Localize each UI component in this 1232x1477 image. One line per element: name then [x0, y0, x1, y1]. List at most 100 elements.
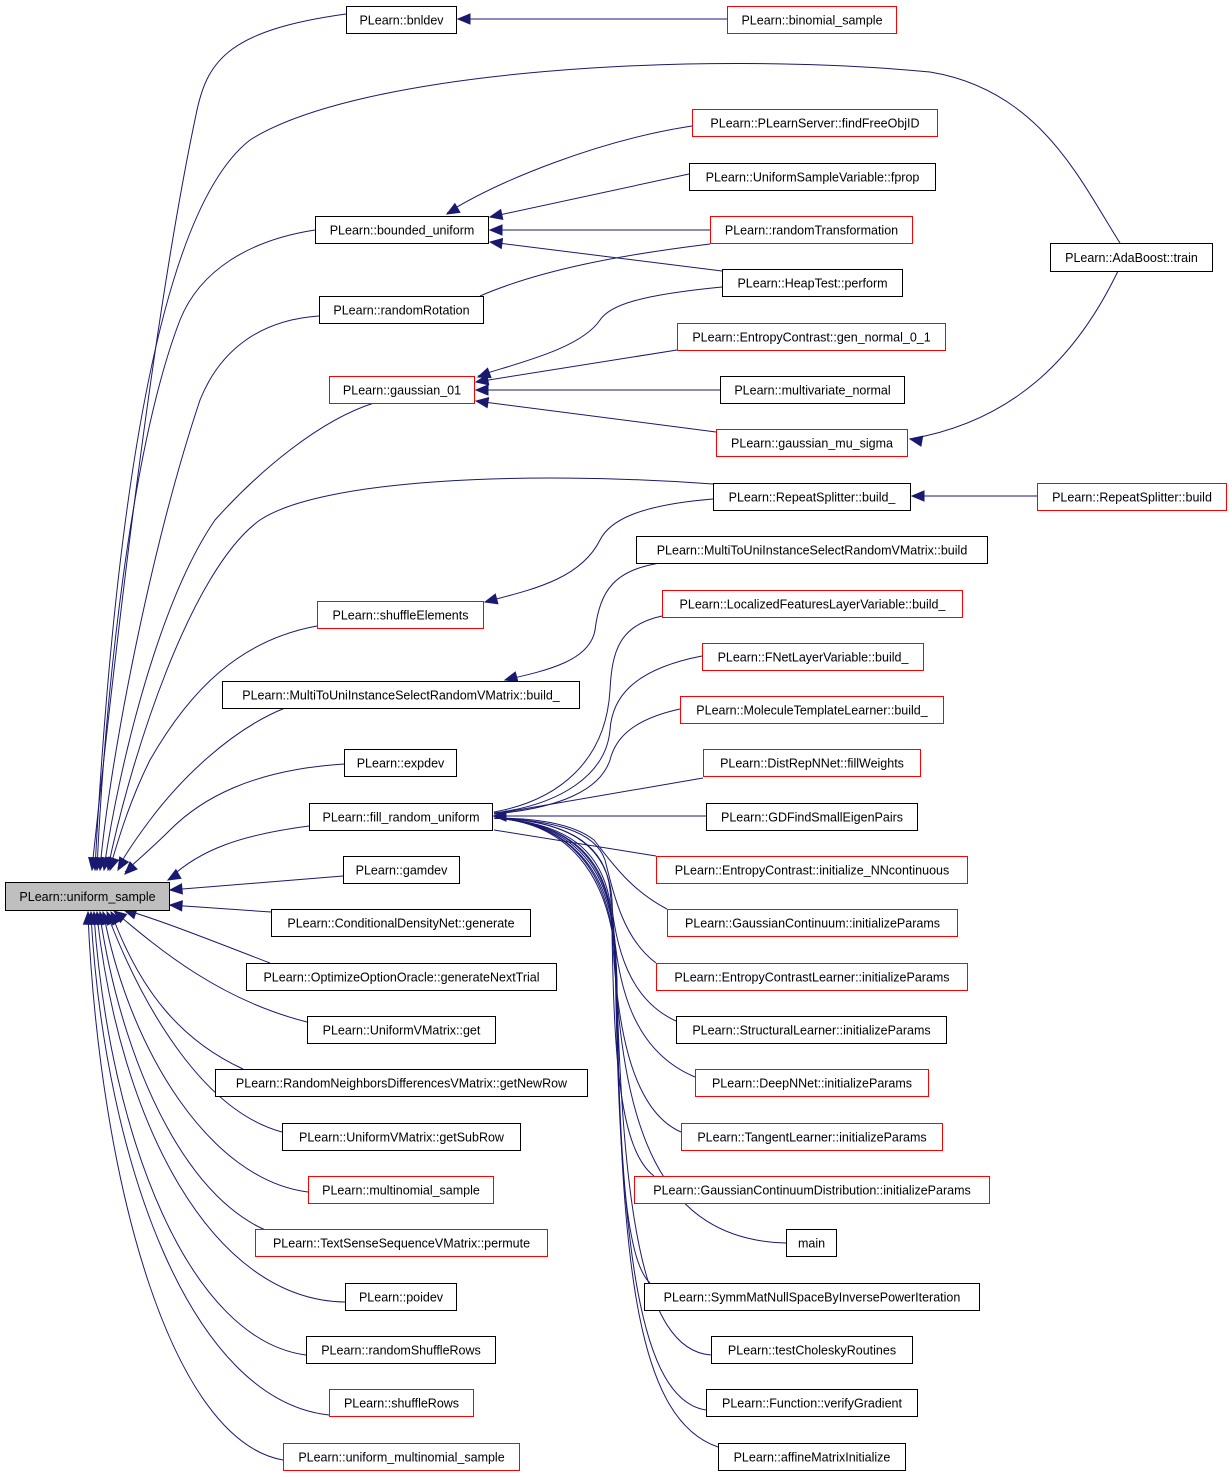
node-findFreeObjID[interactable]: PLearn::PLearnServer::findFreeObjID: [692, 109, 938, 137]
node-multinomial-sample[interactable]: PLearn::multinomial_sample: [308, 1176, 494, 1204]
node-verifyGradient[interactable]: PLearn::Function::verifyGradient: [706, 1389, 918, 1417]
node-lflv-build-[interactable]: PLearn::LocalizedFeaturesLayerVariable::…: [662, 590, 963, 618]
node-box: [667, 909, 958, 937]
arrowhead-bu-fprop: [488, 208, 504, 221]
node-label: PLearn::uniform_multinomial_sample: [298, 1451, 504, 1465]
node-ecl-initializeParams[interactable]: PLearn::EntropyContrastLearner::initiali…: [656, 963, 968, 991]
node-expdev[interactable]: PLearn::expdev: [344, 749, 457, 777]
node-adaboost-train[interactable]: PLearn::AdaBoost::train: [1050, 243, 1213, 272]
edge-fill_random_uniform: [169, 825, 310, 879]
node-fnet-build-[interactable]: PLearn::FNetLayerVariable::build_: [702, 643, 924, 671]
node-randomRotation[interactable]: PLearn::randomRotation: [319, 296, 484, 324]
node-box: [306, 1336, 496, 1364]
node-box: [681, 1123, 943, 1151]
node-gamdev[interactable]: PLearn::gamdev: [343, 856, 460, 884]
node-rs-build-[interactable]: PLearn::RepeatSplitter::build_: [713, 483, 911, 511]
graph-edges: [82, 13, 1121, 1461]
node-fillWeights[interactable]: PLearn::DistRepNNet::fillWeights: [703, 749, 921, 777]
node-tssv-permute[interactable]: PLearn::TextSenseSequenceVMatrix::permut…: [255, 1229, 548, 1257]
node-box: [329, 1389, 474, 1417]
node-label: PLearn::EntropyContrast::initialize_NNco…: [675, 864, 949, 878]
edge-fru-fillWeights: [493, 777, 704, 815]
node-generateNextTrial[interactable]: PLearn::OptimizeOptionOracle::generateNe…: [246, 963, 557, 991]
arrowhead-g01-gen_normal: [474, 374, 490, 386]
edge-uniform_multinomial_sample: [87, 915, 284, 1461]
node-cdn-generate[interactable]: PLearn::ConditionalDensityNet::generate: [271, 909, 531, 937]
node-box: [677, 323, 946, 351]
arrowhead-uniform_multinomial_sample: [82, 910, 95, 925]
edge-fru-gcd_initializeParams: [493, 817, 655, 1177]
node-randomShuffleRows[interactable]: PLearn::randomShuffleRows: [306, 1336, 496, 1364]
node-label: PLearn::TextSenseSequenceVMatrix::permut…: [273, 1237, 530, 1251]
node-symm[interactable]: PLearn::SymmMatNullSpaceByInversePowerIt…: [644, 1283, 980, 1311]
node-main[interactable]: main: [786, 1229, 837, 1257]
node-rs-build[interactable]: PLearn::RepeatSplitter::build: [1037, 483, 1227, 511]
node-box: [713, 483, 911, 511]
node-mtu-build[interactable]: PLearn::MultiToUniInstanceSelectRandomVM…: [636, 536, 988, 564]
node-testCholesky[interactable]: PLearn::testCholeskyRoutines: [711, 1336, 913, 1364]
node-box: [710, 216, 913, 244]
node-affineMatrixInitialize[interactable]: PLearn::affineMatrixInitialize: [718, 1443, 906, 1471]
edge-fru-init_NNcontinuous: [493, 829, 657, 857]
node-label: PLearn::SymmMatNullSpaceByInversePowerIt…: [664, 1291, 961, 1305]
node-box: [786, 1229, 837, 1257]
edge-rndv_getNewRow: [111, 914, 244, 1070]
node-uvm-getSubRow[interactable]: PLearn::UniformVMatrix::getSubRow: [282, 1123, 521, 1151]
node-box: [255, 1229, 548, 1257]
node-heaptest-perform[interactable]: PLearn::HeapTest::perform: [722, 269, 903, 297]
node-gen-normal-0-1[interactable]: PLearn::EntropyContrast::gen_normal_0_1: [677, 323, 946, 351]
edge-uvm_getSubRow: [107, 915, 283, 1133]
node-label: PLearn::Function::verifyGradient: [722, 1397, 902, 1411]
node-shuffleElements[interactable]: PLearn::shuffleElements: [317, 601, 484, 629]
node-box: [282, 1123, 521, 1151]
node-gc-initializeParams[interactable]: PLearn::GaussianContinuum::initializePar…: [667, 909, 958, 937]
node-box: [1050, 243, 1213, 272]
node-box: [703, 749, 921, 777]
node-shuffleRows[interactable]: PLearn::shuffleRows: [329, 1389, 474, 1417]
edge-rs_build_: [107, 477, 714, 869]
node-gcd-initializeParams[interactable]: PLearn::GaussianContinuumDistribution::i…: [634, 1176, 990, 1204]
node-uniform-multinomial-sample[interactable]: PLearn::uniform_multinomial_sample: [283, 1443, 520, 1471]
node-binomial-sample[interactable]: PLearn::binomial_sample: [727, 6, 897, 34]
node-dnn-initializeParams[interactable]: PLearn::DeepNNet::initializeParams: [695, 1069, 929, 1097]
arrowhead-mtu_build_: [117, 856, 130, 872]
node-tl-initializeParams[interactable]: PLearn::TangentLearner::initializeParams: [681, 1123, 943, 1151]
node-rndv-getNewRow[interactable]: PLearn::RandomNeighborsDifferencesVMatri…: [215, 1069, 588, 1097]
node-label: PLearn::fill_random_uniform: [322, 811, 479, 825]
node-box: [662, 590, 963, 618]
arrowhead-g01-multivariate: [474, 384, 489, 396]
node-box: [1037, 483, 1227, 511]
arrowhead-bu-heaptest: [488, 237, 504, 250]
node-gaussian-01[interactable]: PLearn::gaussian_01: [329, 376, 475, 404]
node-box: [346, 6, 457, 34]
node-gaussian-mu-sigma[interactable]: PLearn::gaussian_mu_sigma: [716, 429, 908, 457]
node-gdfind[interactable]: PLearn::GDFindSmallEigenPairs: [706, 803, 918, 831]
edge-uvm_get: [114, 911, 308, 1023]
edge-cdn_generate: [169, 904, 272, 913]
node-init-NNcontinuous[interactable]: PLearn::EntropyContrast::initialize_NNco…: [656, 856, 968, 884]
edge-randomRotation: [99, 315, 320, 869]
node-box: [315, 216, 489, 244]
node-uvm-get[interactable]: PLearn::UniformVMatrix::get: [307, 1016, 496, 1044]
node-multivariate-normal[interactable]: PLearn::multivariate_normal: [720, 376, 905, 404]
node-uniform-sample[interactable]: PLearn::uniform_sample: [5, 882, 170, 911]
node-sl-initializeParams[interactable]: PLearn::StructuralLearner::initializePar…: [676, 1016, 947, 1044]
edge-shuffleRows: [90, 915, 330, 1416]
node-box: [718, 1443, 906, 1471]
node-label: PLearn::RandomNeighborsDifferencesVMatri…: [236, 1077, 568, 1091]
node-bounded-uniform[interactable]: PLearn::bounded_uniform: [315, 216, 489, 244]
node-label: PLearn::StructuralLearner::initializePar…: [692, 1024, 930, 1038]
node-bnldev[interactable]: PLearn::bnldev: [346, 6, 457, 34]
node-poidev[interactable]: PLearn::poidev: [345, 1283, 457, 1311]
edge-adaboost: [94, 62, 1121, 869]
node-usv-fprop[interactable]: PLearn::UniformSampleVariable::fprop: [689, 163, 936, 191]
arrowhead-bnldev-binomial: [456, 13, 471, 25]
node-fill-random-uniform[interactable]: PLearn::fill_random_uniform: [309, 803, 493, 831]
node-label: PLearn::binomial_sample: [741, 14, 882, 28]
node-mtu-build-[interactable]: PLearn::MultiToUniInstanceSelectRandomVM…: [222, 681, 580, 709]
node-box: [706, 803, 918, 831]
node-mtl-build-[interactable]: PLearn::MoleculeTemplateLearner::build_: [680, 696, 944, 724]
arrowhead-fru-arrow: [492, 810, 507, 822]
node-randomTransformation[interactable]: PLearn::randomTransformation: [710, 216, 913, 244]
